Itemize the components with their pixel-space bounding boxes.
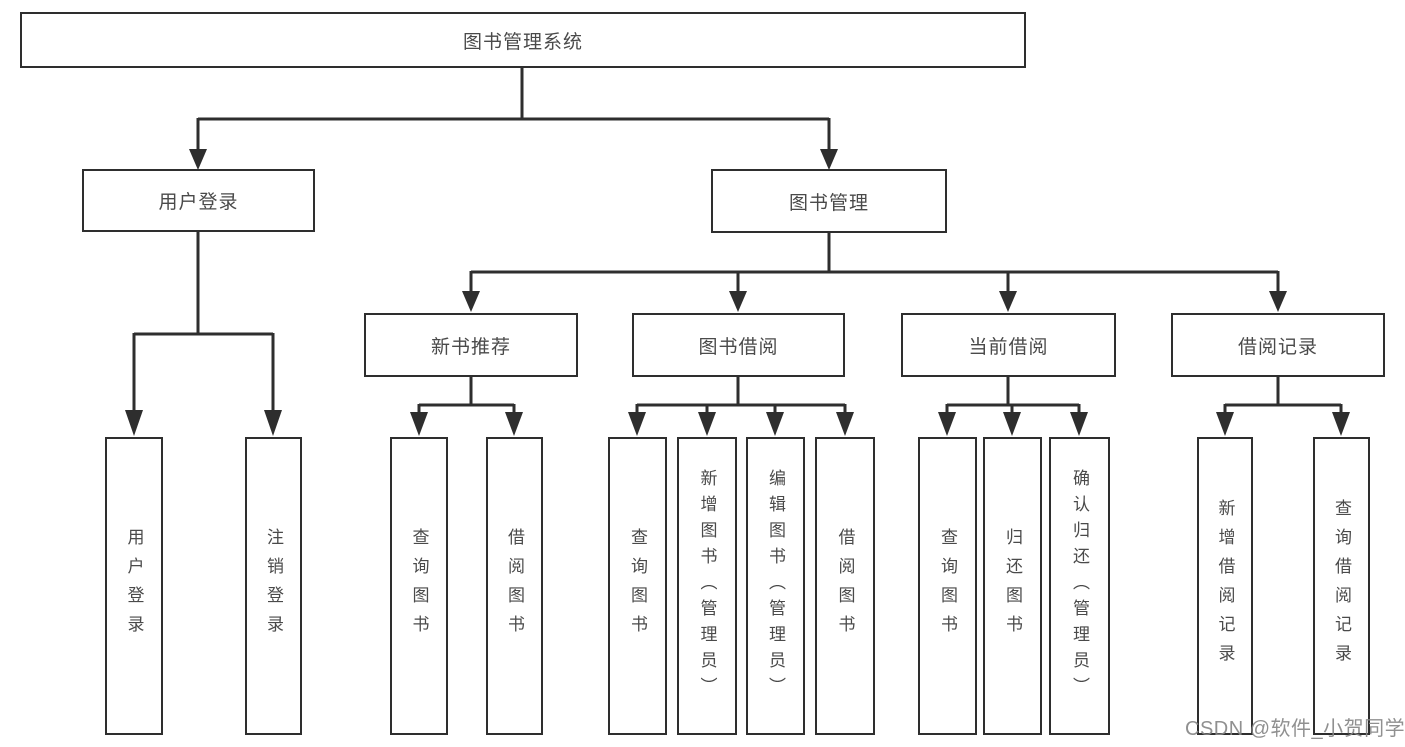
node-borrowing-records: 借阅记录 — [1171, 313, 1385, 377]
node-borrow-books-recommend: 借阅图书 — [486, 437, 543, 735]
watermark: CSDN @软件_小贺同学 — [1185, 718, 1405, 740]
node-return-books: 归还图书 — [983, 437, 1042, 735]
node-current-borrowing: 当前借阅 — [901, 313, 1116, 377]
node-user-login-branch: 用户登录 — [82, 169, 315, 232]
node-confirm-return-admin: 确认归还（管理员） — [1049, 437, 1110, 735]
node-add-borrow-record: 新增借阅记录 — [1197, 437, 1253, 735]
node-book-management-branch: 图书管理 — [711, 169, 947, 233]
node-user-login-leaf: 用户登录 — [105, 437, 163, 735]
node-logout-leaf: 注销登录 — [245, 437, 302, 735]
node-library-management-system: 图书管理系统 — [20, 12, 1026, 68]
node-book-borrowing: 图书借阅 — [632, 313, 845, 377]
node-query-borrow-record: 查询借阅记录 — [1313, 437, 1370, 735]
node-edit-books-admin: 编辑图书（管理员） — [746, 437, 805, 735]
node-new-book-recommendation: 新书推荐 — [364, 313, 578, 377]
node-add-books-admin: 新增图书（管理员） — [677, 437, 737, 735]
node-borrow-books-borrowing: 借阅图书 — [815, 437, 875, 735]
node-query-books-recommend: 查询图书 — [390, 437, 448, 735]
node-query-books-borrowing: 查询图书 — [608, 437, 667, 735]
node-query-books-current: 查询图书 — [918, 437, 977, 735]
